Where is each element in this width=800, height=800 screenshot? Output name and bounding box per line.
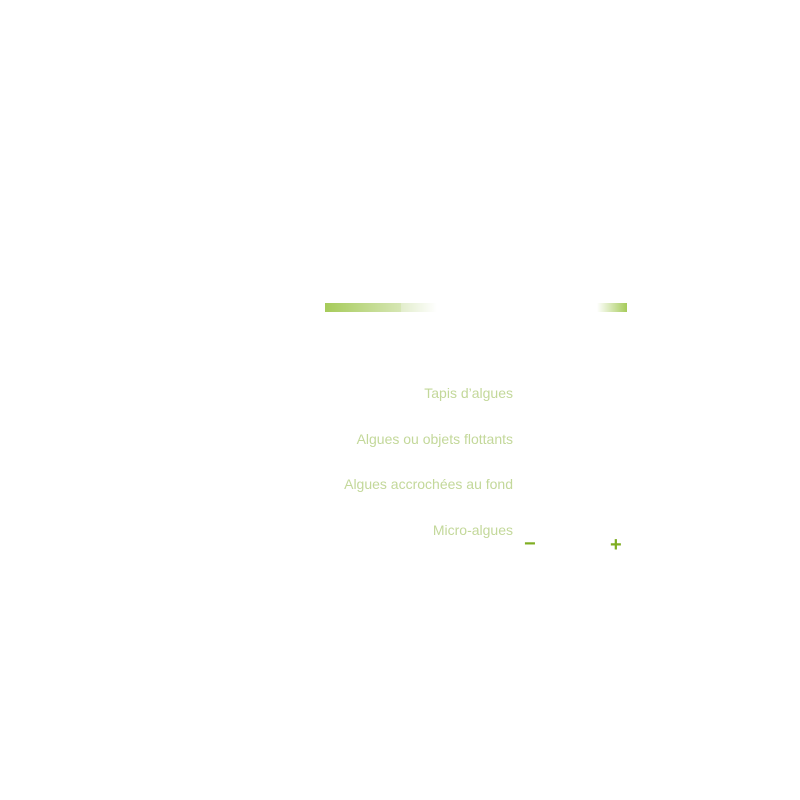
legend-item-micro: Micro-algues (432, 522, 513, 538)
legend-item-flottants: Algues ou objets flottants (356, 431, 513, 447)
intensity-gradient-bar-right (597, 303, 627, 312)
intensity-gradient-bar-left (325, 303, 401, 312)
plus-icon: + (610, 534, 622, 556)
intensity-gradient-bar-fade (401, 303, 437, 312)
minus-icon: − (524, 533, 536, 555)
legend-item-tapis: Tapis d’algues (424, 385, 513, 401)
legend-item-fond: Algues accrochées au fond (344, 476, 513, 492)
